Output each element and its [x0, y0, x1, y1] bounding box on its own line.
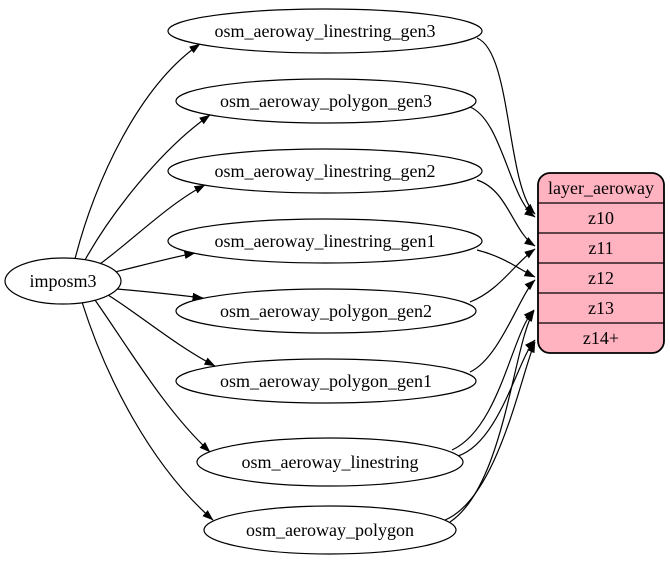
edge-imposm3-to-osm-aeroway-polygon-gen1: [107, 294, 216, 367]
edge-imposm3-to-osm-aeroway-linestring-gen3: [74, 43, 201, 260]
node-osm-aeroway-polygon-gen1: [175, 358, 477, 404]
edge-imposm3-to-osm-aeroway-polygon-gen3: [84, 114, 211, 261]
layer-row-z10: z10: [588, 208, 614, 228]
node-osm-aeroway-linestring-gen2: [167, 148, 483, 194]
node-layer-aeroway: layer_aeroway z10 z11 z12 z13 z14+: [537, 172, 665, 354]
edge-osm-aeroway-polygon-gen2-to-z11: [469, 248, 536, 303]
edge-osm-aeroway-linestring-to-z14: [457, 339, 536, 457]
edge-imposm3-to-osm-aeroway-polygon: [81, 301, 214, 521]
edge-osm-aeroway-polygon-gen1-to-z12: [469, 279, 536, 373]
edge-imposm3-to-osm-aeroway-linestring: [94, 299, 211, 453]
edge-imposm3-to-osm-aeroway-linestring-gen1: [114, 251, 196, 273]
edge-osm-aeroway-linestring-gen2-to-z11: [476, 179, 536, 247]
edge-osm-aeroway-linestring-gen1-to-z12: [476, 249, 536, 278]
node-imposm3-label: imposm3: [29, 271, 96, 291]
layer-row-z12: z12: [588, 268, 614, 288]
node-osm-aeroway-polygon-gen3: [175, 78, 477, 124]
edge-imposm3-to-osm-aeroway-linestring-gen2: [99, 184, 206, 265]
layer-row-z11: z11: [588, 238, 613, 258]
node-osm-aeroway-polygon-gen2-label: osm_aeroway_polygon_gen2: [220, 301, 432, 321]
edge-osm-aeroway-polygon-gen3-to-z10: [469, 106, 536, 218]
layer-row-z14: z14+: [583, 328, 619, 348]
node-osm-aeroway-linestring-gen3-label: osm_aeroway_linestring_gen3: [215, 21, 436, 41]
node-osm-aeroway-linestring: [196, 437, 464, 487]
node-osm-aeroway-polygon-gen2: [175, 288, 477, 334]
node-osm-aeroway-polygon-label: osm_aeroway_polygon: [246, 520, 414, 540]
layer-aeroway-title: layer_aeroway: [548, 178, 654, 198]
edge-osm-aeroway-linestring-gen3-to-z10: [476, 37, 536, 215]
edge-osm-aeroway-polygon-to-z14: [444, 341, 536, 521]
edge-imposm3-to-osm-aeroway-polygon-gen2: [116, 288, 204, 301]
node-imposm3: [4, 257, 122, 305]
node-osm-aeroway-polygon: [203, 505, 457, 555]
node-osm-aeroway-polygon-gen3-label: osm_aeroway_polygon_gen3: [220, 91, 432, 111]
layer-row-z13: z13: [588, 298, 614, 318]
node-group: imposm3 osm_aeroway_linestring_gen3 osm_…: [4, 8, 665, 555]
node-osm-aeroway-linestring-gen2-label: osm_aeroway_linestring_gen2: [215, 161, 436, 181]
node-osm-aeroway-linestring-gen1-label: osm_aeroway_linestring_gen1: [215, 231, 436, 251]
node-osm-aeroway-polygon-gen1-label: osm_aeroway_polygon_gen1: [220, 371, 432, 391]
edge-group: [74, 37, 536, 523]
node-osm-aeroway-linestring-label: osm_aeroway_linestring: [242, 452, 419, 472]
edge-osm-aeroway-polygon-to-z13: [449, 310, 535, 523]
node-osm-aeroway-linestring-gen3: [167, 8, 483, 54]
node-osm-aeroway-linestring-gen1: [167, 218, 483, 264]
